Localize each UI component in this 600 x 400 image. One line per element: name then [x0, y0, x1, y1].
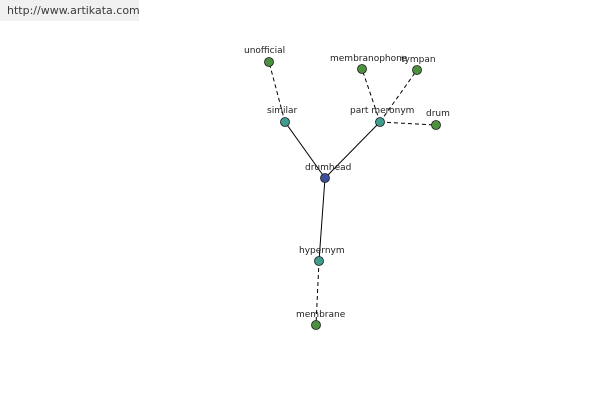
- edge-similar-to-unofficial: [268, 61, 286, 123]
- node-tympan[interactable]: [412, 65, 422, 75]
- node-membranophone[interactable]: [357, 64, 367, 74]
- graph-edges: [268, 61, 437, 326]
- node-label-hypernym[interactable]: hypernym: [299, 246, 345, 256]
- node-label-membrane[interactable]: membrane: [296, 310, 346, 320]
- edge-drumhead-to-part-meronym: [324, 121, 381, 179]
- node-drum[interactable]: [431, 120, 441, 130]
- node-label-part-meronym[interactable]: part meronym: [350, 106, 414, 116]
- edge-part-meronym-to-drum: [379, 121, 437, 126]
- edge-part-meronym-to-tympan: [379, 69, 418, 123]
- node-label-tympan[interactable]: tympan: [401, 55, 436, 65]
- node-label-membranophone[interactable]: membranophone: [330, 54, 408, 64]
- node-drumhead[interactable]: [320, 173, 330, 183]
- node-unofficial[interactable]: [264, 57, 274, 67]
- graph-nodes: [264, 57, 441, 330]
- node-label-similar[interactable]: similar: [267, 106, 297, 116]
- edge-hypernym-to-membrane: [315, 260, 320, 326]
- node-label-unofficial[interactable]: unofficial: [244, 46, 285, 56]
- edge-drumhead-to-similar: [284, 121, 326, 179]
- node-membrane[interactable]: [311, 320, 321, 330]
- node-label-drumhead[interactable]: drumhead: [305, 163, 351, 173]
- source-url-banner[interactable]: http://www.artikata.com: [0, 0, 140, 21]
- node-similar[interactable]: [280, 117, 290, 127]
- node-label-drum[interactable]: drum: [426, 109, 450, 119]
- node-hypernym[interactable]: [314, 256, 324, 266]
- edge-drumhead-to-hypernym: [318, 177, 326, 262]
- graph-labels: drumhead similar part meronym hypernym unoff…: [244, 46, 450, 320]
- edge-part-meronym-to-membranophone: [361, 68, 381, 123]
- node-part-meronym[interactable]: [375, 117, 385, 127]
